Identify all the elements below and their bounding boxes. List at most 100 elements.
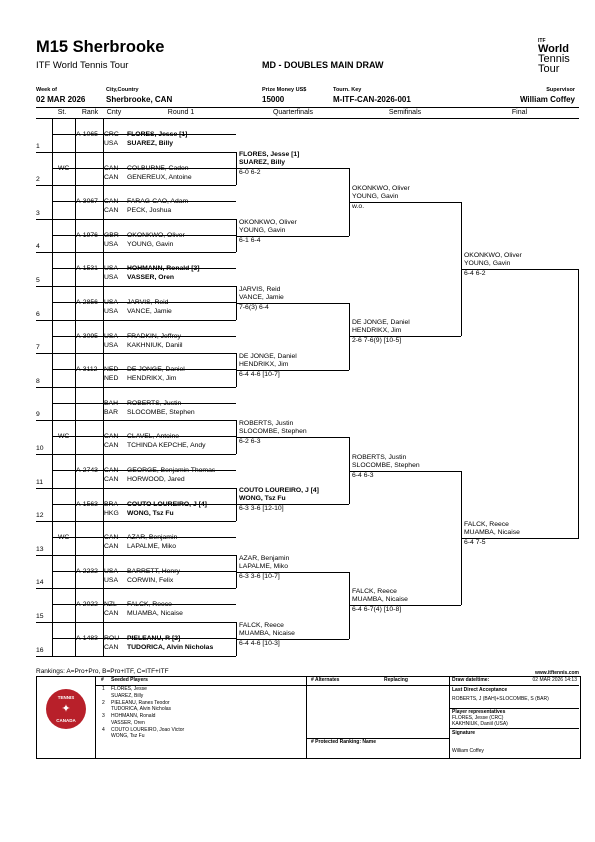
qf-player1: DE JONGE, Daniel xyxy=(239,353,297,360)
draw-position: 14 xyxy=(36,579,44,587)
seeded-hash: # xyxy=(101,677,104,683)
player1-country: USA xyxy=(104,332,118,340)
player1-name: FALCK, Reece xyxy=(127,601,172,609)
player1-name: COUTO LOUREIRO, J [4] xyxy=(127,500,207,508)
protected-label: # Protected Ranking: Name xyxy=(311,739,377,745)
player1-name: HOHMANN, Ronald [3] xyxy=(127,265,200,273)
sf-line xyxy=(349,470,461,472)
player1-country: BRA xyxy=(104,500,118,508)
player1-country: BAH xyxy=(104,399,118,407)
entry-rank: A-1531 xyxy=(76,265,98,273)
alternates-label: # Alternates xyxy=(311,677,340,683)
footer-alt-divider xyxy=(306,685,449,686)
week-value: 02 MAR 2026 xyxy=(36,95,86,104)
qf-player2: YOUNG, Gavin xyxy=(239,226,286,234)
sf-player1: DE JONGE, Daniel xyxy=(352,319,410,327)
final-line xyxy=(461,538,579,539)
entry-bottomline xyxy=(36,655,236,657)
final-player1: FALCK, Reece xyxy=(464,521,509,528)
seed-number: 3 xyxy=(102,713,105,719)
draw-position: 6 xyxy=(36,310,40,318)
rankings-legend: Rankings: A=Pro+Pro, B=Pro+ITF, C=ITF+IT… xyxy=(36,668,169,675)
player2-name: TUDORICA, Alvin Nicholas xyxy=(127,644,214,651)
final-line xyxy=(461,269,579,271)
qf-player2: SUAREZ, Billy xyxy=(239,159,286,167)
player1-country: NZL xyxy=(104,601,117,609)
footer-divider-1 xyxy=(95,676,96,758)
player1-country: CAN xyxy=(104,164,119,172)
player2-name: SUAREZ, Billy xyxy=(127,140,174,147)
entry-midline xyxy=(52,638,236,639)
qf-score: 6-3 3-6 [12-10] xyxy=(239,505,284,513)
player2-name: KAKHNIUK, Daniil xyxy=(127,341,183,349)
qf-player1: COUTO LOUREIRO, J [4] xyxy=(239,487,319,495)
seed-player2: SUAREZ, Billy xyxy=(111,692,144,699)
rep-1: FLORES, Jesse (CRC) xyxy=(452,715,504,721)
player2-country: CAN xyxy=(104,442,119,450)
entry-midline xyxy=(52,436,236,438)
player1-name: COLBURNE, Caden xyxy=(127,164,189,172)
player1-country: CAN xyxy=(104,534,119,542)
player2-country: USA xyxy=(104,308,118,315)
lda-label: Last Direct Acceptance xyxy=(452,687,508,693)
draw-position: 5 xyxy=(36,277,40,284)
player2-country: USA xyxy=(104,274,118,282)
entry-midline xyxy=(52,470,236,471)
seed-number: 2 xyxy=(102,699,105,706)
sf-line xyxy=(349,336,461,338)
player2-name: HENDRIKX, Jim xyxy=(127,375,177,383)
player1-country: USA xyxy=(104,299,118,306)
footer-right-divider-3 xyxy=(449,728,579,729)
tournament-title: M15 Sherbrooke xyxy=(36,38,165,56)
qf-score: 6-3 3-6 [10-7] xyxy=(239,572,280,580)
reps-label: Player representatives xyxy=(452,709,506,715)
website: www.itftennis.com xyxy=(535,670,579,676)
player2-country: CAN xyxy=(104,476,119,483)
col-qf: Quarterfinals xyxy=(272,109,314,116)
qf-line xyxy=(236,370,349,371)
draw-position: 11 xyxy=(36,478,44,486)
player2-name: WONG, Tsz Fu xyxy=(127,509,174,517)
player2-country: USA xyxy=(104,341,118,349)
entry-bottomline xyxy=(36,588,236,590)
player1-name: GEORGE, Benjamin Thomas xyxy=(127,467,216,474)
qf-player2: HENDRIKX, Jim xyxy=(239,361,289,368)
seed-player2: VASSER, Oren xyxy=(111,719,145,726)
player2-country: USA xyxy=(104,140,118,147)
player2-country: BAR xyxy=(104,408,118,416)
seed-player1: HOHMANN, Ronald xyxy=(111,713,156,719)
sf-line xyxy=(349,605,461,607)
qf-player1: JARVIS, Reid xyxy=(239,285,281,293)
qf-line xyxy=(236,571,349,573)
draw-position: 8 xyxy=(36,377,40,385)
champion-connector xyxy=(578,269,579,538)
tennis-canada-logo: TENNIS ✦ CANADA xyxy=(46,689,86,729)
qf-score: 6-4 4-6 [10-3] xyxy=(239,639,280,647)
entry-rank: A-2022 xyxy=(76,601,98,609)
final-player1: OKONKWO, Oliver xyxy=(464,252,522,260)
col-sf: Semifinals xyxy=(388,109,422,116)
logo-line2: Tennis xyxy=(538,53,570,65)
sf-score: w.o. xyxy=(352,203,365,210)
sf-player2: MUAMBA, Nicaise xyxy=(352,596,408,604)
player1-country: CAN xyxy=(104,433,119,441)
footer-divider-3 xyxy=(449,676,450,758)
entry-bottomline xyxy=(36,319,236,321)
final-player2: YOUNG, Gavin xyxy=(464,260,511,268)
entry-status: WC xyxy=(58,433,70,441)
player2-name: SLOCOMBE, Stephen xyxy=(127,408,195,416)
logo-bottom-text: CANADA xyxy=(56,718,76,723)
draw-position: 16 xyxy=(36,646,44,654)
sf-score: 6-4 6-3 xyxy=(352,471,374,479)
seeded-label: Seeded Players xyxy=(111,677,148,683)
rep-2: KAKHNIUK, Daniil (USA) xyxy=(452,721,508,727)
entry-rank: A-1976 xyxy=(76,231,98,239)
maple-leaf-icon: ✦ xyxy=(61,703,71,715)
qf-player1: ROBERTS, Justin xyxy=(239,420,294,428)
sf-connector xyxy=(349,437,350,505)
player1-name: OKONKWO, Oliver xyxy=(127,231,185,239)
seed-player1: COUTO LOUREIRO, Joao Victor xyxy=(111,726,185,733)
entry-midline xyxy=(52,335,236,337)
player1-name: FLORES, Jesse [1] xyxy=(127,131,188,138)
qf-line xyxy=(236,302,349,304)
